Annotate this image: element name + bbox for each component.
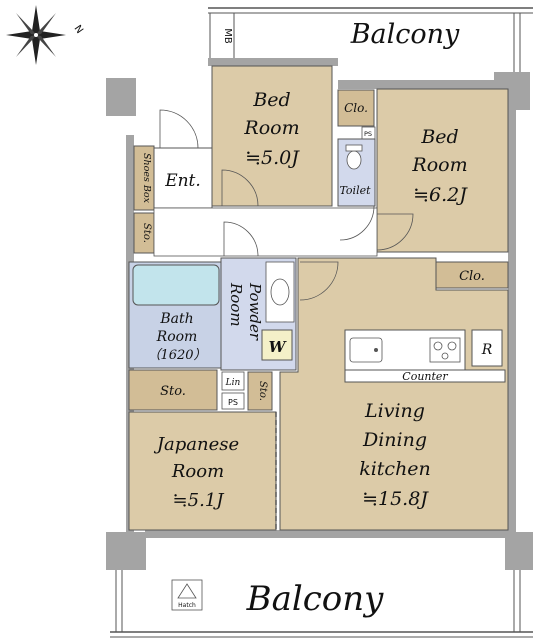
washer-label: W <box>269 338 288 356</box>
closet-2-label: Clo. <box>459 269 485 284</box>
bed-room-2 <box>376 88 509 253</box>
bed-room-1-door-swing <box>221 169 259 207</box>
faucet-icon <box>374 348 378 352</box>
bathtub-icon <box>132 264 220 306</box>
balcony-bottom-label: Balcony <box>246 579 385 619</box>
ldk-size: ≒15.8J <box>362 488 429 510</box>
meter-box-label: MB <box>222 28 233 44</box>
toilet-tank-icon <box>345 144 363 152</box>
hallway <box>153 207 378 257</box>
storage-3-label: Sto. <box>257 381 268 401</box>
balcony-top-label: Balcony <box>350 19 460 50</box>
shoes-box <box>133 145 155 211</box>
powder-room-door-swing <box>223 221 259 257</box>
balcony-bottom <box>110 570 533 638</box>
hatch-ladder-icon <box>177 583 197 599</box>
ldk-line3: kitchen <box>359 458 431 480</box>
closet-2 <box>435 261 509 289</box>
storage-2 <box>128 369 218 411</box>
toilet-bowl-icon <box>346 150 362 170</box>
closet-1 <box>337 89 375 127</box>
bed-room-2-door-swing <box>376 213 414 251</box>
washer-pan <box>261 329 293 361</box>
bed-room-1-size: ≒5.0J <box>245 147 300 169</box>
toilet-door-swing <box>339 205 375 241</box>
shoes-box-label: Shoes Box <box>141 153 152 204</box>
japanese-room-line2: Room <box>171 461 224 482</box>
powder-room-line2: Room <box>227 282 245 327</box>
linen-closet-label: Lin <box>225 378 241 388</box>
bed-room-2-line1: Bed <box>420 126 458 148</box>
bath-room-line1: Bath <box>159 311 193 327</box>
pipe-space-2-label: PS <box>228 398 238 407</box>
refrigerator-label: R <box>481 342 493 358</box>
japanese-room <box>128 411 277 531</box>
compass-rose-icon <box>6 5 66 65</box>
hatch <box>171 579 203 611</box>
storage-2-label: Sto. <box>160 384 186 399</box>
ldk-line2: Dining <box>362 429 427 451</box>
ldk-room <box>279 257 509 531</box>
pipe-space-1-label: PS <box>364 130 372 138</box>
burner-2-icon <box>447 341 457 351</box>
bed-room-1 <box>211 65 333 207</box>
refrigerator <box>471 329 503 367</box>
japanese-room-line1: Japanese <box>153 434 239 455</box>
bed-room-1-line2: Room <box>243 117 299 139</box>
closet-1-label: Clo. <box>344 101 368 115</box>
storage-3 <box>247 371 273 411</box>
bath-room-line2: Room <box>156 329 198 345</box>
compass-north-label: N <box>72 23 85 35</box>
ldk-line1: Living <box>364 400 425 422</box>
sink-icon <box>349 337 383 363</box>
bed-room-1-line1: Bed <box>252 89 290 111</box>
stove-icon <box>429 337 461 363</box>
burner-3-icon <box>441 352 449 360</box>
washbasin-bowl-icon <box>270 278 290 306</box>
storage-1-label: Sto. <box>141 223 152 243</box>
column-top-left <box>106 78 136 116</box>
pipe-space-2 <box>221 392 245 410</box>
bed-room-2-line2: Room <box>411 154 467 176</box>
balcony-top <box>208 7 533 72</box>
toilet-label: Toilet <box>339 184 371 197</box>
counter-strip <box>344 369 506 383</box>
entrance-door-swing <box>159 109 199 149</box>
ldk-door-swing <box>299 261 339 301</box>
burner-1-icon <box>433 341 443 351</box>
bed-room-2-size: ≒6.2J <box>413 184 468 206</box>
counter-label: Counter <box>402 370 448 383</box>
entrance-label: Ent. <box>164 171 201 191</box>
linen-closet <box>221 371 245 391</box>
hatch-label: Hatch <box>178 602 196 609</box>
powder-room-line1: Powder <box>246 282 264 341</box>
japanese-room-size: ≒5.1J <box>173 490 226 511</box>
column-bottom-right <box>505 532 533 570</box>
bath-room-size: （1620） <box>147 347 206 363</box>
column-bottom-left <box>106 532 146 570</box>
